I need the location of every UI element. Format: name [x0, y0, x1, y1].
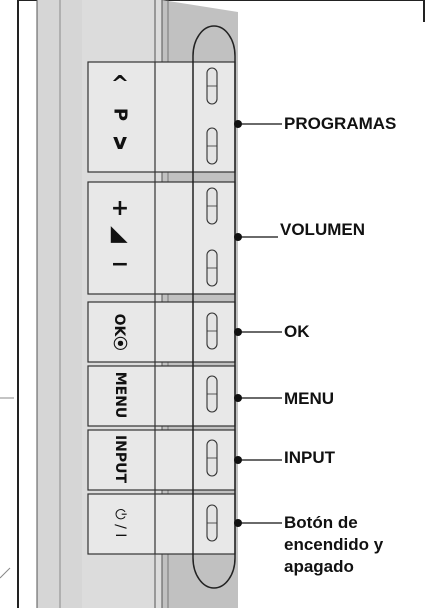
- side-buttons-capsule: [192, 25, 236, 589]
- programas-down-glyph: v: [112, 130, 128, 155]
- power-glyph: ⏻ / I: [112, 508, 128, 538]
- panel-left-strip: [37, 0, 82, 608]
- programas-p-glyph: P: [109, 107, 131, 122]
- label-volumen: VOLUMEN: [280, 220, 365, 239]
- volumen-icon-glyph: ◢: [107, 226, 133, 243]
- label-programas: PROGRAMAS: [284, 114, 397, 133]
- programas-up-glyph: ^: [110, 72, 130, 97]
- label-input: INPUT: [284, 448, 335, 467]
- label-power: Botón de encendido y apagado: [284, 513, 384, 576]
- menu-glyph: MENU: [112, 371, 128, 419]
- label-ok: OK: [284, 322, 310, 341]
- volumen-minus-glyph: −: [110, 252, 130, 277]
- label-menu: MENU: [284, 389, 335, 408]
- volumen-plus-glyph: +: [110, 196, 130, 221]
- input-glyph: INPUT: [112, 434, 128, 484]
- ok-glyph: OK⦿: [111, 313, 127, 351]
- tv-edge-diagonal: [0, 567, 11, 579]
